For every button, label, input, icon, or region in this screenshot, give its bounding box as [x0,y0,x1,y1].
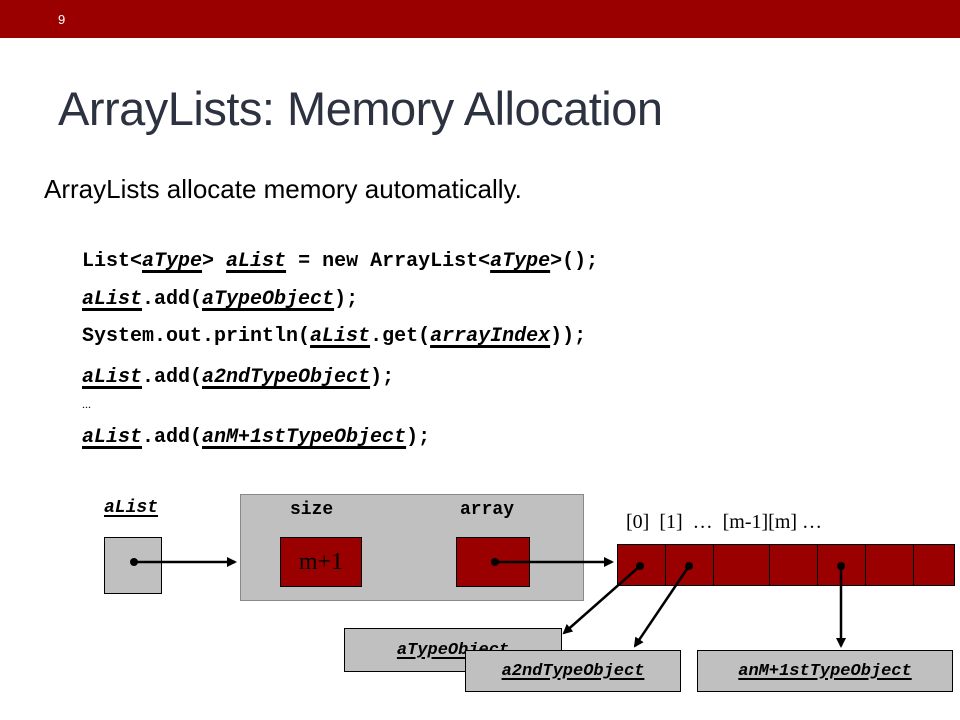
code-line-2: aList.add(aTypeObject); [82,288,359,311]
code-line-5: aList.add(anM+1stTypeObject); [82,426,431,449]
slide-number: 9 [58,12,66,27]
array-slot-4 [818,545,866,585]
code-ellipsis: ... [82,397,91,411]
array-slot-2 [714,545,770,585]
array-index-labels: [0] [1] … [m-1][m] … [626,511,823,533]
size-field-label: size [290,500,334,520]
code-line-3: System.out.println(aList.get(arrayIndex)… [82,325,587,348]
array-slot-6 [914,545,954,585]
array-field-label: array [460,500,515,520]
object-box-last: anM+1stTypeObject [697,650,953,692]
slide-subtitle: ArrayLists allocate memory automatically… [44,174,522,204]
object-box-second: a2ndTypeObject [465,650,681,692]
array-slot-3 [770,545,818,585]
array-slot-5 [866,545,914,585]
code-line-4: aList.add(a2ndTypeObject); [82,366,395,389]
slide-title: ArrayLists: Memory Allocation [58,82,663,135]
array-slot-0 [618,545,666,585]
header-bar: 9 [0,0,960,38]
backing-array [617,544,955,586]
code-line-1: List<aType> aList = new ArrayList<aType>… [82,250,599,273]
array-field-reference [456,537,530,587]
size-field-value: m+1 [280,537,362,587]
array-slot-1 [666,545,714,585]
alist-reference-box [104,537,162,594]
alist-variable-label: aList [104,498,159,518]
